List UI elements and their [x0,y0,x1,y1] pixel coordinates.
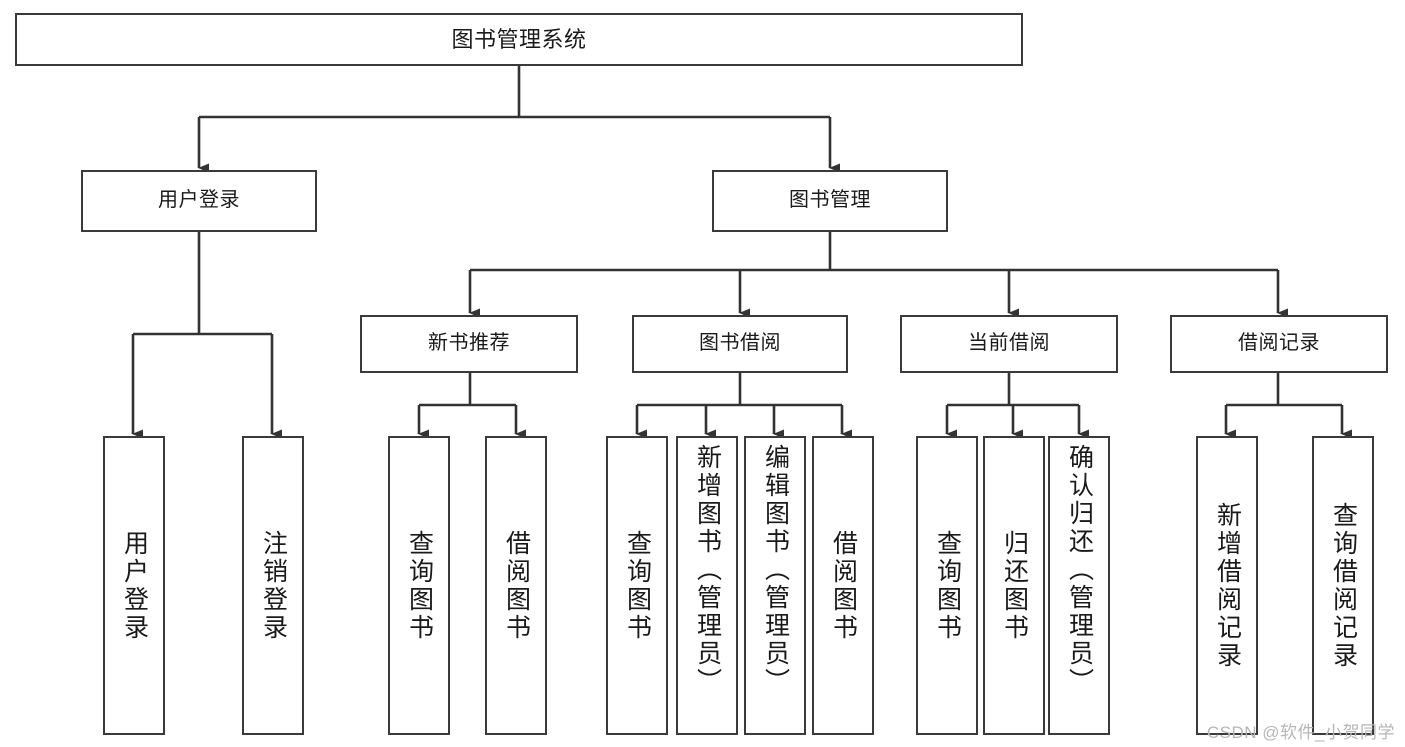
node-book-borrow[interactable]: 图书借阅 [632,315,848,373]
node-label: 确认归还（管理员） [1065,444,1094,696]
node-label: 查询图书 [623,529,652,642]
node-label: 借阅记录 [1238,332,1320,355]
node-label: 归还图书 [1000,529,1029,642]
node-root-system[interactable]: 图书管理系统 [15,13,1023,66]
node-label: 当前借阅 [968,332,1050,355]
node-leaf-query-book-3[interactable]: 查询图书 [916,436,978,735]
node-label: 编辑图书（管理员） [761,444,790,696]
node-new-book-recommend[interactable]: 新书推荐 [360,315,578,373]
node-leaf-return-book[interactable]: 归还图书 [983,436,1045,735]
watermark: CSDN @软件_小贺同学 [1206,723,1395,742]
node-leaf-borrow-book-2[interactable]: 借阅图书 [812,436,874,735]
node-leaf-edit-book[interactable]: 编辑图书（管理员） [744,436,806,735]
node-leaf-borrow-book-1[interactable]: 借阅图书 [485,436,547,735]
node-leaf-query-record[interactable]: 查询借阅记录 [1312,436,1374,735]
node-leaf-query-book-1[interactable]: 查询图书 [388,436,450,735]
node-leaf-add-book[interactable]: 新增图书（管理员） [676,436,738,735]
node-label: 查询图书 [933,529,962,642]
node-borrow-records[interactable]: 借阅记录 [1170,315,1388,373]
node-book-manage[interactable]: 图书管理 [712,170,948,232]
node-leaf-user-logout[interactable]: 注销登录 [242,436,304,735]
node-label: 新书推荐 [428,332,510,355]
node-leaf-add-record[interactable]: 新增借阅记录 [1196,436,1258,735]
node-label: 新增图书（管理员） [693,444,722,696]
node-label: 图书管理系统 [451,26,587,52]
node-label: 注销登录 [259,529,288,642]
node-label: 新增借阅记录 [1213,501,1242,670]
node-leaf-query-book-2[interactable]: 查询图书 [606,436,668,735]
node-leaf-confirm-return[interactable]: 确认归还（管理员） [1048,436,1110,735]
node-label: 查询图书 [405,529,434,642]
node-user-login[interactable]: 用户登录 [81,170,317,232]
node-label: 图书管理 [789,189,871,212]
node-label: 图书借阅 [699,332,781,355]
node-label: 借阅图书 [829,529,858,642]
node-leaf-user-login[interactable]: 用户登录 [103,436,165,735]
node-label: 查询借阅记录 [1329,501,1358,670]
node-current-borrow[interactable]: 当前借阅 [900,315,1118,373]
node-label: 用户登录 [158,189,240,212]
node-label: 用户登录 [120,529,149,642]
node-label: 借阅图书 [502,529,531,642]
